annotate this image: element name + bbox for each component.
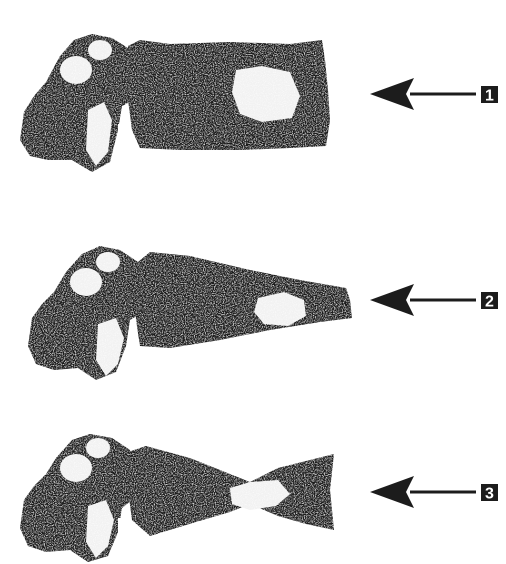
- panel-marker: 2: [481, 292, 498, 311]
- vertebral-body-wedge: [134, 252, 352, 348]
- panel-label: 2: [485, 294, 494, 311]
- facet-rim-normal: [88, 40, 112, 60]
- panel-label: 1: [485, 88, 494, 105]
- vertebral-body-normal: [128, 40, 330, 150]
- pointer-arrow: [370, 476, 476, 508]
- posterior-elements-biconcave: [20, 434, 134, 562]
- pointer-arrow: [370, 78, 476, 110]
- notch-normal: [118, 124, 128, 146]
- pointer-arrow: [370, 284, 476, 316]
- panel-marker: 1: [481, 86, 498, 105]
- vertebra-wedge: [28, 246, 352, 380]
- facet-highlight-biconcave: [60, 454, 92, 482]
- posterior-elements-wedge: [28, 246, 142, 380]
- facet-highlight-normal: [60, 56, 92, 84]
- facet-rim-wedge: [96, 252, 120, 272]
- facet-highlight-wedge: [70, 268, 102, 296]
- panel-label: 3: [485, 486, 494, 503]
- vertebra-normal: [20, 34, 330, 172]
- posterior-elements-normal: [20, 34, 134, 172]
- body-highlight-normal: [232, 66, 300, 122]
- notch-biconcave: [118, 518, 128, 540]
- facet-rim-biconcave: [86, 438, 110, 458]
- vertebra-biconcave: [20, 434, 334, 562]
- notch-wedge: [128, 340, 138, 362]
- panel-marker: 3: [481, 484, 498, 503]
